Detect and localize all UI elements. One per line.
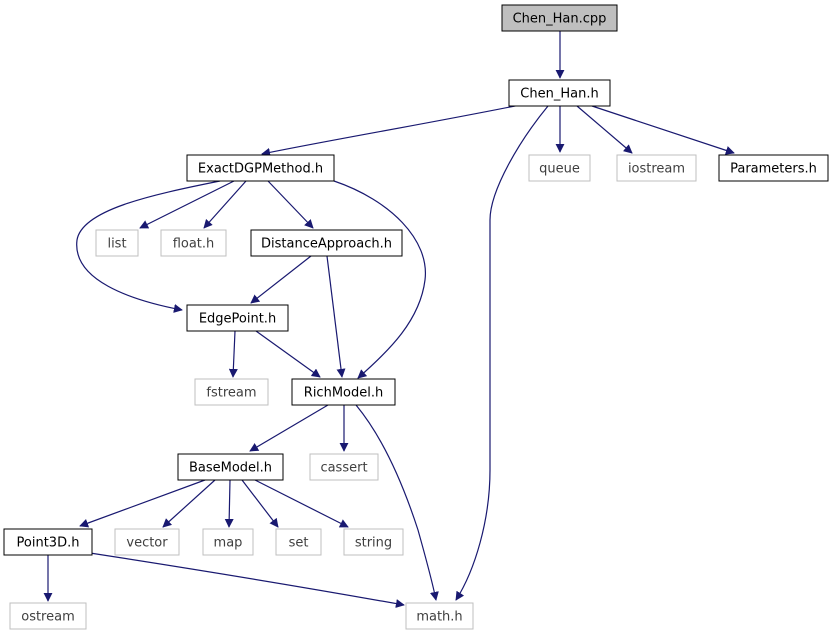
node-label: iostream (628, 162, 685, 177)
node-cassert[interactable]: cassert (309, 453, 379, 481)
node-label: cassert (320, 461, 367, 476)
edge-base-model-to-string (254, 479, 349, 528)
node-point3d-h[interactable]: Point3D.h (3, 528, 93, 556)
edge-distance-approach-to-edge-point (250, 255, 312, 304)
node-math-h[interactable]: math.h (405, 602, 474, 630)
node-string[interactable]: string (343, 528, 404, 556)
node-label: fstream (206, 386, 256, 401)
edge-distance-approach-to-rich-model (326, 255, 346, 378)
node-label: ExactDGPMethod.h (198, 162, 323, 177)
edge-exact-dgp-to-edge-point (76, 180, 221, 313)
edge-edge-point-to-fstream (228, 330, 238, 378)
edge-rich-model-to-base-model (249, 404, 329, 452)
edge-edge-point-to-rich-model (255, 330, 321, 378)
node-chen-han-h[interactable]: Chen_Han.h (508, 79, 611, 107)
node-fstream[interactable]: fstream (194, 378, 269, 406)
node-label: RichModel.h (304, 386, 383, 401)
node-label: Parameters.h (730, 162, 817, 177)
node-label: string (355, 536, 392, 551)
edge-base-model-to-set (241, 479, 279, 528)
node-rich-model-h[interactable]: RichModel.h (291, 378, 396, 406)
edge-chen-han-h-to-exact-dgp (261, 104, 521, 157)
node-set[interactable]: set (275, 528, 322, 556)
edge-base-model-to-point3d (79, 479, 206, 528)
node-base-model-h[interactable]: BaseModel.h (177, 453, 284, 481)
edge-point3d-to-math-h (89, 552, 405, 609)
node-label: BaseModel.h (189, 461, 272, 476)
node-edge-point-h[interactable]: EdgePoint.h (186, 304, 289, 332)
edge-exact-dgp-to-rich-model (333, 180, 426, 379)
node-label: Chen_Han.h (520, 87, 598, 102)
node-chen-han-cpp[interactable]: Chen_Han.cpp (501, 4, 618, 32)
node-exact-dgp-method-h[interactable]: ExactDGPMethod.h (186, 154, 335, 182)
node-queue[interactable]: queue (528, 154, 591, 182)
edge-chen-han-h-to-iostream (576, 105, 633, 154)
node-label: set (289, 536, 309, 551)
node-label: EdgePoint.h (199, 312, 276, 327)
edge-base-model-to-map (224, 479, 234, 528)
edge-exact-dgp-to-float-h (203, 180, 247, 229)
node-label: ostream (21, 610, 75, 625)
edge-exact-dgp-to-distance-approach (267, 180, 314, 229)
node-label: float.h (173, 237, 215, 252)
node-label: vector (126, 536, 168, 551)
node-map[interactable]: map (202, 528, 254, 556)
edge-chen-han-h-to-math-h (455, 105, 549, 601)
edge-rich-model-to-math-h (355, 404, 439, 601)
node-label: map (214, 536, 243, 551)
node-list[interactable]: list (95, 229, 139, 257)
node-float-h[interactable]: float.h (160, 229, 227, 257)
node-label: Chen_Han.cpp (513, 12, 607, 27)
edge-chen-han-h-to-parameters (591, 105, 735, 155)
node-label: queue (539, 162, 580, 177)
edge-exact-dgp-to-list (139, 180, 235, 229)
node-label: Point3D.h (17, 536, 80, 551)
node-label: DistanceApproach.h (261, 237, 392, 252)
node-ostream[interactable]: ostream (9, 602, 87, 630)
node-distance-approach-h[interactable]: DistanceApproach.h (250, 229, 403, 257)
node-label: math.h (416, 610, 462, 625)
node-label: list (107, 237, 126, 252)
edge-base-model-to-vector (162, 479, 216, 528)
node-iostream[interactable]: iostream (616, 154, 697, 182)
node-vector[interactable]: vector (114, 528, 180, 556)
node-parameters-h[interactable]: Parameters.h (718, 154, 829, 182)
